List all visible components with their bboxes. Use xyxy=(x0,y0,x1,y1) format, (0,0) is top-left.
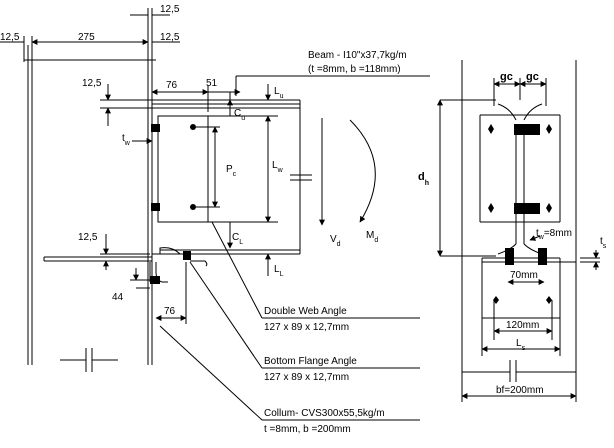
elevation-dims xyxy=(100,84,280,324)
bottom-flange-angle-label: Bottom Flange Angle xyxy=(264,356,357,367)
dim-275: 275 xyxy=(78,32,95,43)
lw-label: Lw xyxy=(272,160,284,174)
vd-label: Vd xyxy=(330,234,341,248)
loads xyxy=(319,118,376,226)
double-web-angle-label: Double Web Angle xyxy=(264,306,347,317)
double-web-angle xyxy=(151,115,209,223)
beam-props: (t =8mm, b =118mm) xyxy=(308,64,401,75)
dim-top-right: 12,5 xyxy=(160,32,180,43)
pc-label: Pc xyxy=(226,164,237,178)
column-title: Collum- CVS300x55,5kg/m xyxy=(264,408,385,419)
section-dims xyxy=(437,78,600,402)
dim-120: 120mm xyxy=(506,320,539,331)
bottom-flange-angle xyxy=(149,247,208,284)
gc-left-label: gc xyxy=(500,71,513,83)
bf-label: bf=200mm xyxy=(496,385,544,396)
dim-top-mid: 12,5 xyxy=(160,4,180,15)
dim-70: 70mm xyxy=(510,270,538,281)
dim-76-bottom: 76 xyxy=(164,306,176,317)
double-web-angle-size: 127 x 89 x 12,7mm xyxy=(264,322,349,333)
dim-12-5-b: 12,5 xyxy=(78,232,98,243)
gc-right-label: gc xyxy=(526,71,539,83)
ls-label: Ls xyxy=(516,338,526,352)
bottom-flange-angle-size: 127 x 89 x 12,7mm xyxy=(264,372,349,383)
cl-label: CL xyxy=(232,232,243,246)
dim-top-left: 12,5 xyxy=(0,32,20,43)
ll-label: LL xyxy=(274,264,284,278)
dh-label: dh xyxy=(418,171,429,187)
dim-51: 51 xyxy=(206,78,218,89)
beam-title: Beam - I10"x37,7kg/m xyxy=(308,50,407,61)
ts-label: ts xyxy=(600,236,607,250)
dim-44: 44 xyxy=(112,292,124,303)
tw-right-label: tw=8mm xyxy=(536,228,572,241)
cu-label: Cu xyxy=(234,108,245,122)
tw-label: tw xyxy=(122,133,131,147)
lu-label: Lu xyxy=(274,86,284,100)
dim-76-top: 76 xyxy=(166,80,178,91)
dim-12-5-a: 12,5 xyxy=(82,78,102,89)
top-dimensions xyxy=(0,8,180,62)
leaders xyxy=(159,75,430,421)
column-elevation xyxy=(24,45,156,372)
column-props: t =8mm, b =200mm xyxy=(264,424,351,435)
md-label: Md xyxy=(366,230,378,244)
section-view xyxy=(461,60,577,382)
